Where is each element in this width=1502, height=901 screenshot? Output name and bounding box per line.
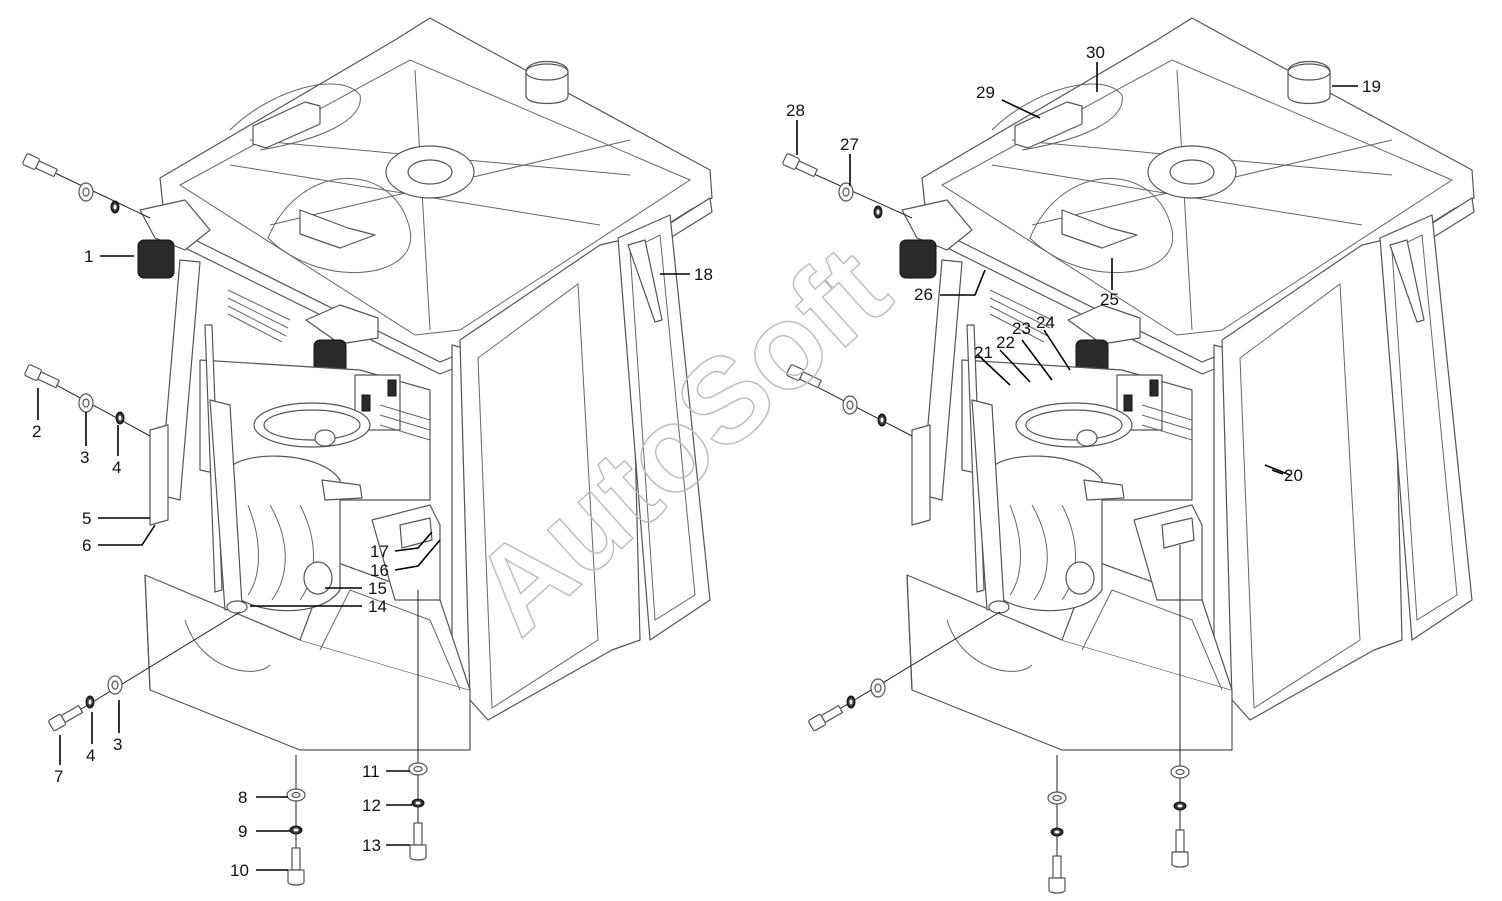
callout-5: 5: [82, 509, 91, 528]
left-leaders: [37, 255, 690, 871]
callout-27: 27: [840, 135, 859, 154]
callout-14: 14: [368, 597, 387, 616]
left-callout-labels: 1 2 3 4 5 6 7 4 3 8 9 10 11 12 13 14 15 …: [32, 247, 713, 880]
callout-17: 17: [370, 542, 389, 561]
callout-20: 20: [1284, 466, 1303, 485]
callout-2: 2: [32, 422, 41, 441]
callout-21: 21: [974, 343, 993, 362]
callout-13: 13: [362, 836, 381, 855]
cab-left-view: [21, 17, 713, 886]
callout-3: 3: [80, 448, 89, 467]
callout-1: 1: [84, 247, 93, 266]
callout-29: 29: [976, 83, 995, 102]
callout-3b: 3: [113, 735, 122, 754]
callout-6: 6: [82, 536, 91, 555]
callout-10: 10: [230, 861, 249, 880]
callout-25: 25: [1100, 290, 1119, 309]
callout-9: 9: [238, 822, 247, 841]
callout-8: 8: [238, 788, 247, 807]
callout-26: 26: [914, 285, 933, 304]
callout-16: 16: [370, 561, 389, 580]
callout-23: 23: [1012, 319, 1031, 338]
callout-30: 30: [1086, 43, 1105, 62]
callout-24: 24: [1036, 313, 1055, 332]
callout-12: 12: [362, 796, 381, 815]
callout-7: 7: [54, 767, 63, 786]
callout-18: 18: [694, 265, 713, 284]
callout-28: 28: [786, 101, 805, 120]
callout-22: 22: [996, 333, 1015, 352]
callout-19: 19: [1362, 77, 1381, 96]
right-callout-labels: 19 20 21 22 23 24 25 26 27 28 29 30: [786, 43, 1381, 485]
callout-4: 4: [112, 458, 121, 477]
callout-11: 11: [362, 762, 380, 781]
right-leaders: [796, 62, 1358, 475]
cab-right-view: [781, 17, 1475, 894]
callout-15: 15: [368, 579, 387, 598]
callout-4b: 4: [86, 746, 95, 765]
